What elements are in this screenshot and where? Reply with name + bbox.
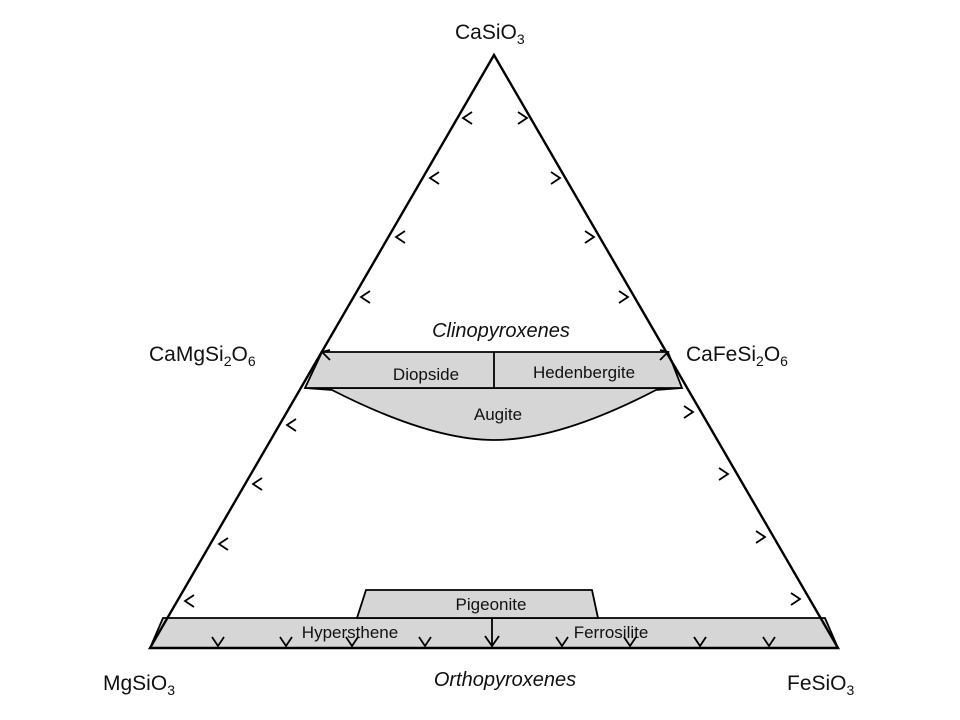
right-edge-tick (550, 171, 562, 185)
edge-tick-marks (183, 111, 802, 648)
orthopyroxenes-label: Orthopyroxenes (434, 669, 576, 691)
left-edge-tick (251, 477, 263, 491)
clino-left-arrowhead (320, 349, 331, 361)
vertex-label-left: MgSiO3 (103, 672, 175, 698)
left-edge-tick (428, 171, 440, 185)
pigeonite-label: Pigeonite (456, 595, 527, 614)
left-edge-tick (461, 111, 473, 125)
bottom-edge-tick (623, 636, 637, 648)
left-edge-tick (359, 290, 371, 304)
bottom-edge-tick (555, 636, 569, 648)
vertex-label-right: FeSiO3 (787, 672, 855, 698)
left-edge-tick (394, 230, 406, 244)
augite-field (304, 387, 683, 441)
bottom-edge-tick (762, 636, 776, 648)
vertex-label-top: CaSiO3 (455, 21, 525, 47)
ferrosilite-label: Ferrosilite (574, 623, 649, 642)
clino-right-arrowhead (659, 349, 670, 361)
hypersthene-label: Hypersthene (302, 623, 398, 642)
pigeonite-field (355, 589, 600, 619)
left-edge-tick (285, 418, 297, 432)
bottom-edge-tick (345, 636, 359, 648)
bottom-edge-tick (693, 636, 707, 648)
ortho-center-arrowhead (484, 635, 500, 648)
right-edge-tick (755, 530, 767, 544)
bottom-edge-tick (418, 636, 432, 648)
augite-label: Augite (474, 405, 522, 424)
left-edge-tick (183, 594, 195, 608)
bottom-edge-tick (279, 636, 293, 648)
right-edge-tick (618, 290, 630, 304)
right-edge-tick (790, 592, 802, 606)
diopside-label: Diopside (393, 365, 459, 384)
midpoint-label-right: CaFeSi2O6 (686, 343, 788, 369)
clinopyroxenes-label: Clinopyroxenes (432, 320, 570, 342)
right-edge-tick (517, 111, 529, 125)
right-edge-tick (584, 230, 596, 244)
hedenbergite-label: Hedenbergite (533, 363, 635, 382)
bottom-edge-tick (211, 636, 225, 648)
left-edge-tick (217, 537, 229, 551)
right-edge-tick (683, 405, 695, 419)
right-edge-tick (718, 467, 730, 481)
midpoint-label-left: CaMgSi2O6 (149, 343, 256, 369)
